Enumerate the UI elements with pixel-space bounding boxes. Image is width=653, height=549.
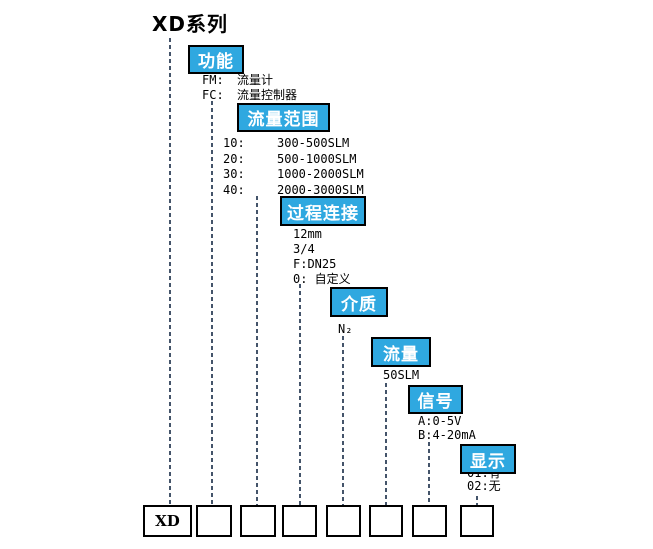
category-label: 介质 (341, 294, 377, 315)
connector-line-medium (342, 336, 344, 505)
option-code: FM: (202, 73, 224, 87)
connector-line-flow (385, 383, 387, 505)
option-value: 0: 自定义 (293, 272, 351, 286)
option-row: A:0-5V (418, 414, 476, 428)
option-value: 02:无 (467, 479, 501, 493)
connector-line-series (169, 38, 171, 505)
option-list-medium: N₂ (338, 322, 352, 337)
category-box-display: 显示 (460, 444, 516, 474)
option-value: 2000-3000SLM (277, 182, 364, 197)
category-label: 信号 (417, 392, 454, 412)
option-code: FC: (202, 88, 224, 102)
option-row: 12mm (293, 227, 351, 242)
category-box-process-connection: 过程连接 (280, 196, 366, 226)
connector-line-display (476, 496, 478, 505)
option-value: 12mm (293, 227, 322, 241)
option-row: 50SLM (383, 368, 419, 383)
code-box-process-connection (282, 505, 317, 537)
option-value: N₂ (338, 322, 353, 336)
code-box-label: XD (155, 512, 180, 530)
connector-line-flow-range (256, 196, 258, 505)
connector-line-process-connection (299, 284, 301, 505)
option-value: 300-500SLM (277, 136, 350, 150)
code-box-function (196, 505, 232, 537)
code-box-flow (369, 505, 403, 537)
option-value: 3/4 (293, 242, 315, 256)
option-list-flow-range: 10: 300-500SLM 20: 500-1000SLM 30: 1000-… (223, 136, 364, 198)
category-label: 功能 (198, 52, 234, 72)
option-value: B:4-20mA (418, 428, 476, 442)
option-list-signal: A:0-5V B:4-20mA (418, 414, 476, 442)
category-label: 显示 (470, 451, 506, 472)
code-box-flow-range (240, 505, 276, 537)
category-box-function: 功能 (188, 45, 244, 74)
option-code: 20: (223, 151, 245, 166)
option-row: FM: 流量计 (202, 73, 297, 88)
option-value: 500-1000SLM (277, 151, 357, 166)
code-box-series-prefix: XD (143, 505, 192, 537)
option-list-process-connection: 12mm 3/4 F:DN25 0: 自定义 (293, 227, 351, 287)
option-row: 02:无 (467, 480, 501, 493)
option-row: F:DN25 (293, 257, 351, 272)
option-list-function: FM: 流量计 FC: 流量控制器 (202, 73, 297, 103)
code-box-signal (412, 505, 447, 537)
category-box-signal: 信号 (408, 385, 463, 414)
series-title: XD系列 (152, 12, 229, 36)
option-list-flow: 50SLM (383, 368, 419, 383)
option-value: A:0-5V (418, 414, 462, 428)
code-box-medium (326, 505, 361, 537)
option-row: 10: 300-500SLM (223, 136, 364, 152)
connector-line-function (211, 101, 213, 505)
option-value: F:DN25 (293, 257, 337, 271)
category-box-flow: 流量 (371, 337, 431, 367)
option-row: 3/4 (293, 242, 351, 257)
option-row: 40: 2000-3000SLM (223, 183, 364, 199)
option-row: 30: 1000-2000SLM (223, 167, 364, 183)
option-row: N₂ (338, 322, 352, 337)
category-box-flow-range: 流量范围 (237, 103, 330, 132)
option-row: B:4-20mA (418, 428, 476, 442)
option-code: 30: (223, 167, 245, 181)
category-label: 流量范围 (247, 110, 320, 130)
category-box-medium: 介质 (330, 287, 388, 317)
option-value: 流量控制器 (237, 88, 298, 102)
option-row: 20: 500-1000SLM (223, 152, 364, 168)
code-box-display (460, 505, 494, 537)
category-label: 过程连接 (287, 203, 359, 224)
option-row: 0: 自定义 (293, 272, 351, 287)
connector-line-signal (428, 442, 430, 505)
option-value: 50SLM (383, 368, 420, 382)
option-code: 40: (223, 182, 245, 197)
option-value: 1000-2000SLM (277, 167, 364, 181)
option-row: FC: 流量控制器 (202, 88, 297, 103)
option-value: 流量计 (237, 73, 274, 87)
option-code: 10: (223, 136, 245, 150)
category-label: 流量 (383, 344, 419, 365)
